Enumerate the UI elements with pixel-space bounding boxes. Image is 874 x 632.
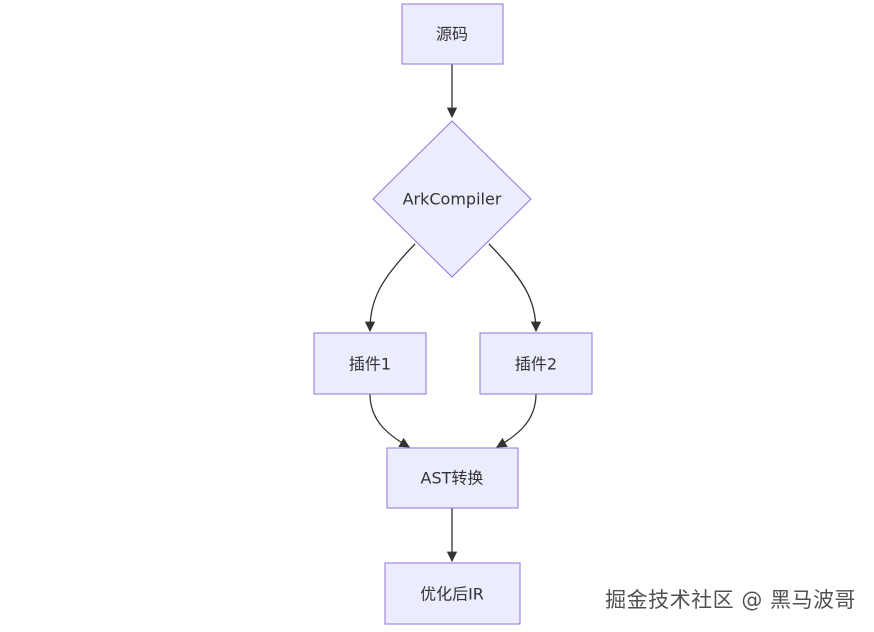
node-compiler: ArkCompiler [372, 120, 532, 278]
edge-plugin2-to-ast [496, 393, 537, 448]
node-ir: 优化后IR [384, 562, 521, 625]
node-plugin2: 插件2 [479, 332, 593, 395]
node-compiler-label: ArkCompiler [403, 190, 502, 209]
node-ast: AST转换 [386, 447, 519, 509]
node-plugin1-label: 插件1 [349, 355, 391, 374]
node-ir-label: 优化后IR [420, 585, 484, 604]
node-plugin2-label: 插件2 [515, 355, 557, 374]
node-source-label: 源码 [436, 25, 468, 44]
edges [364, 64, 542, 563]
node-ast-label: AST转换 [421, 469, 484, 488]
edge-compiler-to-plugin2 [488, 243, 542, 333]
watermark: 掘金技术社区 @ 黑马波哥 [605, 588, 856, 612]
edge-plugin1-to-ast [369, 393, 410, 448]
node-source: 源码 [401, 3, 504, 65]
node-plugin1: 插件1 [313, 332, 427, 395]
edge-compiler-to-plugin1 [364, 243, 416, 333]
